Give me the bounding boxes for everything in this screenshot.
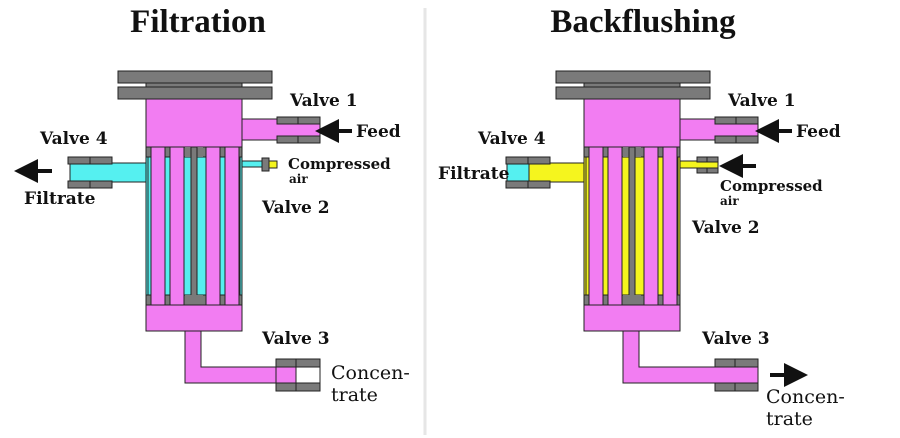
valve-4[interactable] — [505, 156, 551, 189]
flange-gasket — [145, 82, 243, 88]
feed-label: Feed — [796, 122, 841, 142]
valve-3-label: Valve 3 — [701, 329, 770, 349]
air-label: air — [720, 194, 739, 208]
membrane-module — [583, 146, 681, 308]
compressed-air-label: Compressed — [288, 155, 391, 173]
valve-1-label: Valve 1 — [289, 91, 358, 111]
valve-1-label: Valve 1 — [727, 91, 796, 111]
valve-4-label: Valve 4 — [477, 129, 546, 149]
concentrate-label-2: trate — [766, 408, 813, 430]
valve-2[interactable] — [261, 157, 278, 172]
valve-2[interactable] — [696, 156, 719, 174]
valve-3[interactable] — [275, 358, 321, 392]
lower-flange — [555, 86, 711, 100]
air-label: air — [289, 172, 308, 186]
filtrate-label: Filtrate — [24, 189, 96, 209]
panel-title: Backflushing — [550, 4, 736, 40]
concentrate-label-1: Concen- — [331, 362, 410, 384]
membrane-module — [145, 146, 243, 308]
concentrate-label-1: Concen- — [766, 386, 845, 408]
valve-3-label: Valve 3 — [261, 329, 330, 349]
valve-2-label: Valve 2 — [261, 198, 330, 218]
valve-2-label: Valve 2 — [691, 218, 760, 238]
filtrate-pipe — [69, 162, 147, 183]
filtration-panel: Filtration Valve 1 Feed — [14, 4, 410, 406]
compressed-air-label: Compressed — [720, 177, 823, 195]
feed-chamber — [145, 98, 243, 148]
concentrate-chamber — [583, 304, 681, 332]
concentrate-chamber — [145, 304, 243, 332]
valve-4-label: Valve 4 — [39, 129, 108, 149]
flange-gasket — [583, 82, 681, 88]
feed-chamber — [583, 98, 681, 148]
concentrate-label-2: trate — [331, 384, 378, 406]
top-flange — [117, 70, 273, 84]
filtrate-label: Filtrate — [438, 164, 510, 184]
lower-flange — [117, 86, 273, 100]
top-flange — [555, 70, 711, 84]
feed-label: Feed — [356, 122, 401, 142]
backflushing-panel: Backflushing Valve 1 Feed — [438, 4, 845, 430]
valve-3[interactable] — [714, 358, 759, 392]
panel-title: Filtration — [130, 4, 266, 40]
valve-4[interactable] — [67, 156, 113, 189]
